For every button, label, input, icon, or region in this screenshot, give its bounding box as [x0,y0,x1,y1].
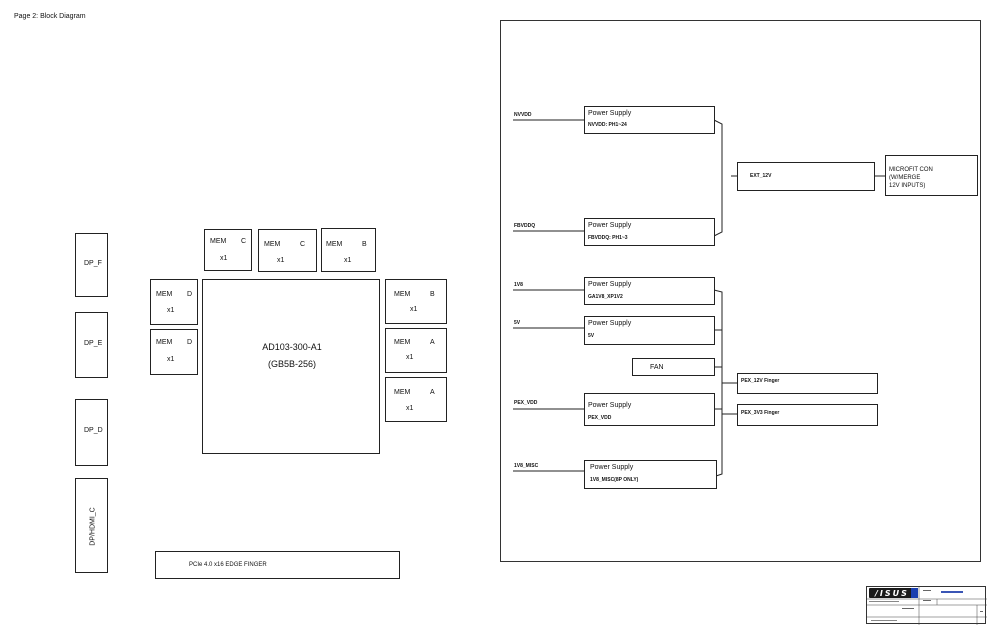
edge-finger-label: PCIe 4.0 x16 EDGE FINGER [189,562,267,568]
power-supply-title: Power Supply [588,281,632,288]
power-diagram-frame [500,20,981,562]
net-label: 1V8 [514,282,523,288]
memory-label: MEM [394,389,411,396]
net-label: PEX_VDD [514,400,538,406]
asus-logo: /ISUS [869,588,917,598]
memory-count: x1 [277,257,285,264]
memory-label: MEM [394,291,411,298]
memory-label: MEM [264,241,281,248]
memory-label: MEM [394,339,411,346]
title-block-grid [867,587,987,625]
power-supply-title: Power Supply [588,222,632,229]
display-port-label: DP_D [84,427,103,434]
memory-count: x1 [220,255,228,262]
connector-label-line: 12V INPUTS) [889,183,926,189]
memory-count: x1 [344,257,352,264]
power-supply-title: Power Supply [588,320,632,327]
memory-count: x1 [410,306,418,313]
svg-text:/ISUS: /ISUS [874,589,909,598]
memory-channel: B [430,291,435,298]
power-supply-sub: FBVDDQ: PH1~3 [588,235,628,241]
ext-12v-box: EXT_12V [737,162,875,191]
power-supply-title: Power Supply [588,110,632,117]
title-field-mark [980,611,983,612]
power-supply-title: Power Supply [590,464,634,471]
gpu-chip: AD103-300-A1 (GB5B-256) [202,279,380,454]
net-label: FBVDDQ [514,223,536,229]
memory-count: x1 [406,354,414,361]
title-field-mark [902,608,914,609]
memory-chip: MEM A x1 [385,328,447,373]
memory-chip: MEM B x1 [321,228,376,272]
title-field-mark [871,620,897,621]
memory-label: MEM [210,238,227,245]
power-supply-sub: 5V [588,333,595,339]
memory-channel: C [241,238,247,245]
memory-channel: D [187,291,193,298]
memory-label: MEM [156,339,173,346]
display-port-f: DP_F [75,233,108,297]
title-field-mark [869,601,899,602]
display-port-label: DP_E [84,340,103,347]
net-label: 1V8_MISC [514,463,539,469]
display-port-d: DP_D [75,399,108,466]
microfit-connector: MICROFIT CON (W/MERGE 12V INPUTS) [885,155,978,196]
gpu-package: (GB5B-256) [267,359,317,369]
title-field-mark [941,591,963,593]
ext-12v-label: EXT_12V [750,173,772,179]
power-supply-box: Power Supply 5V [584,316,715,345]
memory-channel: C [300,241,306,248]
power-supply-sub: 1V8_MISC(8P ONLY) [590,477,639,483]
display-port-hdmi-c: DP/HDMI_C [75,478,108,573]
pex-3v3-finger: PEX_3V3 Finger [737,404,878,426]
gpu-name: AD103-300-A1 [262,342,322,352]
power-supply-title: Power Supply [588,402,632,409]
title-field-mark [923,590,931,591]
memory-count: x1 [167,307,175,314]
memory-channel: A [430,339,435,346]
fan-label: FAN [650,364,664,371]
pcie-edge-finger: PCIe 4.0 x16 EDGE FINGER [155,551,400,579]
memory-chip: MEM A x1 [385,377,447,422]
page-title: Page 2: Block Diagram [14,13,86,20]
memory-channel: D [187,339,193,346]
memory-chip: MEM D x1 [150,279,198,325]
memory-chip: MEM C x1 [258,229,317,272]
pex-12v-finger: PEX_12V Finger [737,373,878,394]
power-supply-sub: PEX_VDD [588,415,612,421]
connector-label-line: MICROFIT CON [889,167,933,173]
logo-accent [911,588,918,598]
memory-chip: MEM D x1 [150,329,198,375]
memory-count: x1 [167,356,175,363]
memory-chip: MEM B x1 [385,279,447,324]
memory-chip: MEM C x1 [204,229,252,271]
power-supply-box: Power Supply PEX_VDD [584,393,715,426]
power-supply-box: Power Supply NVVDD: PH1~24 [584,106,715,134]
pex-12v-label: PEX_12V Finger [741,378,780,384]
memory-channel: B [362,241,367,248]
fan-box: FAN [632,358,715,376]
memory-count: x1 [406,405,414,412]
connector-label-line: (W/MERGE [889,175,921,181]
power-supply-sub: NVVDD: PH1~24 [588,122,627,128]
pex-3v3-label: PEX_3V3 Finger [741,410,780,416]
power-supply-box: Power Supply GA1V8_XP1V2 [584,277,715,305]
power-supply-box: Power Supply FBVDDQ: PH1~3 [584,218,715,246]
title-block: /ISUS [866,586,987,625]
power-supply-box: Power Supply 1V8_MISC(8P ONLY) [584,460,717,489]
display-port-e: DP_E [75,312,108,378]
power-supply-sub: GA1V8_XP1V2 [588,294,623,300]
display-port-label: DP_F [84,260,102,267]
memory-label: MEM [326,241,343,248]
net-label: 5V [514,320,521,326]
net-label: NVVDD [514,112,532,118]
memory-channel: A [430,389,435,396]
title-field-mark [923,600,931,601]
memory-label: MEM [156,291,173,298]
